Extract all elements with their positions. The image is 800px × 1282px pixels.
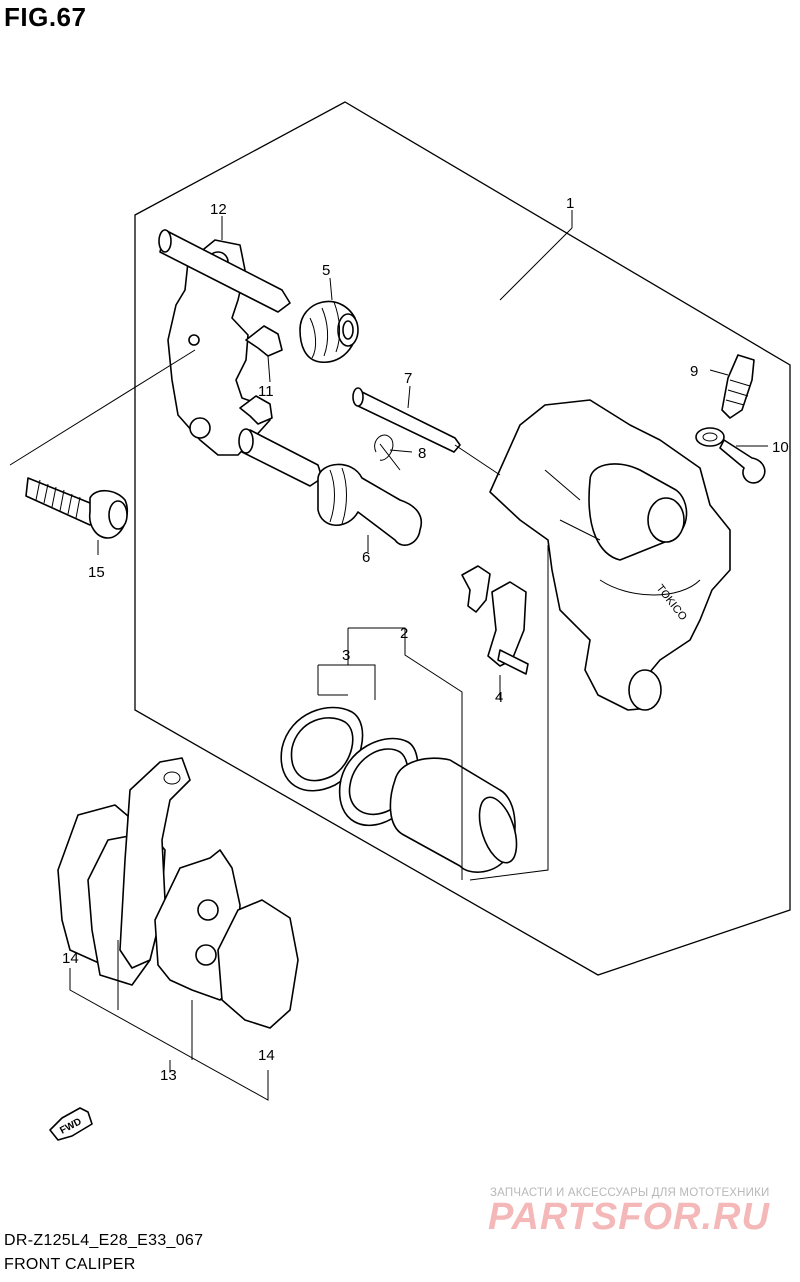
pad-spring-4 <box>461 565 529 675</box>
pin-7 <box>352 387 461 453</box>
callout-14b: 14 <box>258 1047 275 1064</box>
callout-6: 6 <box>362 549 370 566</box>
callout-2: 2 <box>400 625 408 642</box>
callout-3: 3 <box>342 647 350 664</box>
callout-4: 4 <box>495 689 503 706</box>
callout-13: 13 <box>160 1067 177 1084</box>
clip-8 <box>374 434 401 471</box>
pad-clip-11 <box>239 325 283 425</box>
assembly-outline <box>134 101 791 976</box>
brake-pad-set <box>57 757 299 1029</box>
caliper-bracket <box>158 229 323 487</box>
piston <box>389 757 518 873</box>
callout-1: 1 <box>566 195 574 212</box>
bolt-15 <box>25 477 129 539</box>
model-code: DR-Z125L4_E28_E33_067 <box>4 1232 204 1249</box>
callout-5: 5 <box>322 262 330 279</box>
callout-15: 15 <box>88 564 105 581</box>
figure-title: FIG.67 <box>4 2 87 32</box>
bleeder-cap-10 <box>695 427 766 484</box>
leader-lines <box>9 210 768 1101</box>
boot-pin-6 <box>317 463 422 546</box>
callout-7: 7 <box>404 370 412 387</box>
caliper-body: TOKICO <box>489 399 731 711</box>
watermark-tagline: ЗАПЧАСТИ И АКСЕССУАРЫ ДЛЯ МОТОТЕХНИКИ <box>490 1187 770 1199</box>
callout-10: 10 <box>772 439 789 456</box>
callout-14a: 14 <box>62 950 79 967</box>
callout-11: 11 <box>258 383 274 400</box>
diagram-subtitle: FRONT CALIPER <box>4 1256 136 1273</box>
bleeder-screw-9 <box>721 354 755 419</box>
fwd-arrow-icon: FWD <box>49 1107 93 1141</box>
callout-8: 8 <box>418 445 426 462</box>
callout-12: 12 <box>210 201 227 218</box>
watermark-logo: PARTSFOR.RU <box>488 1196 770 1238</box>
callout-9: 9 <box>690 363 698 380</box>
boot-5 <box>299 300 359 363</box>
